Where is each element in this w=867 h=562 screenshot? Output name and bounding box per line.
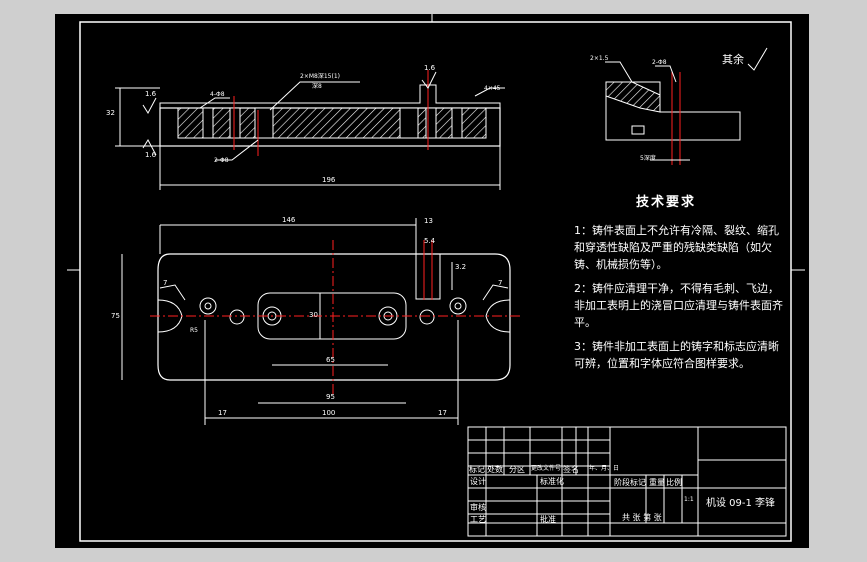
plan-notch-right	[485, 299, 511, 333]
tb-standard: 标准化	[540, 477, 564, 486]
tb-drawing-name: 机设 09-1 李锋	[706, 498, 776, 509]
plan-pocket	[415, 253, 441, 300]
leader-hole-b	[215, 139, 259, 161]
tb-date: 年、月、日	[589, 465, 620, 472]
plan-hole-1-inner	[204, 302, 212, 310]
tb-design: 设计	[470, 477, 486, 486]
title-block-border	[467, 426, 787, 537]
tb-scale: 1:1	[684, 496, 694, 503]
detail-leader-chamfer	[605, 61, 633, 83]
dim-detail-hole: 2-Φ8	[652, 59, 667, 66]
dim-plan-top-width: 146	[282, 216, 296, 224]
tech-note-1: 1：铸件表面上不允许有冷隔、裂纹、缩孔和穿透性缺陷及严重的残缺类缺陷（如欠铸、机…	[574, 224, 779, 271]
drawing-frame	[79, 21, 792, 542]
detail-feature	[631, 125, 645, 135]
tech-note-3: 3：铸件非加工表面上的铸字和标志应清晰可辨，位置和字体应符合图样要求。	[574, 340, 779, 370]
plan-hole-1	[199, 297, 217, 315]
tb-approve: 批准	[540, 515, 556, 524]
plan-hole-6	[449, 297, 467, 315]
roughness-note: 其余	[722, 53, 744, 66]
tb-doc: 更改文件号	[531, 465, 562, 472]
section-hole-5	[425, 107, 437, 139]
dim-plan-inner-b: 95	[326, 393, 335, 401]
note-hole-b: 2-Φ8	[214, 157, 229, 164]
dim-roughness-top-right: 1.6	[424, 64, 436, 72]
dim-plan-bottom-left: 17	[218, 409, 227, 417]
dim-detail-chamfer: 2×1.5	[590, 55, 609, 62]
tb-sheets: 共 张 第 张	[622, 513, 662, 522]
leader-angle-left	[159, 284, 186, 301]
section-hatch	[177, 107, 487, 139]
dim-plan-right-small: 13	[424, 217, 433, 225]
dim-plan-height: 75	[111, 312, 120, 320]
tb-weight: 重量	[649, 478, 665, 487]
leader-hole-a	[199, 97, 230, 109]
note-hole-a: 4-Φ8	[210, 91, 225, 98]
tech-note-2: 2：铸件应清理干净，不得有毛刺、飞边，非加工表明上的浇冒口应清理与铸件表面齐平。	[574, 282, 783, 329]
plan-hole-2	[229, 309, 245, 325]
tb-stage: 阶段标记	[614, 478, 646, 487]
note-depth: 深8	[312, 83, 322, 90]
dim-plan-bottom-right: 17	[438, 409, 447, 417]
note-chamfer: 4×45	[484, 85, 501, 92]
dim-plan-bottom-mid: 100	[322, 409, 336, 417]
detail-view	[605, 47, 768, 165]
detail-leader-hole	[655, 65, 677, 83]
leader-angle-right	[482, 284, 509, 301]
dim-plan-slot-width: 30	[309, 311, 318, 319]
section-view	[115, 70, 505, 190]
roughness-symbol-general	[747, 47, 768, 71]
plan-hole-5	[419, 309, 435, 325]
roughness-symbol-bottom-left	[142, 139, 157, 156]
dim-detail-depth: 5深度	[640, 155, 656, 162]
dim-plan-angle-right: 7	[498, 279, 503, 287]
note-thread: 2×M8深15(1)	[300, 73, 340, 80]
section-hole-3	[254, 107, 274, 139]
plan-hole-6-inner	[454, 302, 462, 310]
section-hole-1	[202, 107, 214, 139]
dim-plan-angle-left: 7	[163, 279, 168, 287]
tech-requirements-title: 技术要求	[636, 195, 697, 210]
tb-process: 工艺	[470, 515, 486, 524]
section-hole-4	[399, 107, 419, 139]
dim-roughness-bottom-left: 1.6	[145, 151, 157, 159]
dim-plan-inner-a: 65	[326, 356, 335, 364]
tb-review: 审核	[470, 503, 486, 512]
title-block	[467, 426, 787, 537]
tb-sign: 签名	[563, 465, 579, 474]
roughness-symbol-top-left	[142, 97, 157, 114]
dim-plan-right-b: 3.2	[455, 263, 467, 271]
plan-view	[121, 218, 520, 425]
section-hole-6	[451, 107, 463, 139]
leader-thread-note	[269, 81, 360, 111]
tb-zone: 分区	[509, 465, 525, 474]
dim-plan-right-a: 5.4	[424, 237, 436, 245]
dim-section-overall-width: 196	[322, 176, 336, 184]
plan-outline	[157, 253, 511, 381]
dim-section-height: 32	[106, 109, 115, 117]
tb-mark: 标记	[469, 465, 485, 474]
section-hole-2	[229, 107, 241, 139]
tb-count: 处数	[487, 465, 503, 474]
dim-plan-radius: R5	[190, 327, 198, 334]
dim-roughness-top-left: 1.6	[145, 90, 157, 98]
leader-chamfer	[474, 87, 505, 97]
roughness-symbol-top-right	[421, 71, 437, 89]
detail-outline	[605, 81, 741, 141]
tb-ratio: 比例	[666, 478, 682, 487]
